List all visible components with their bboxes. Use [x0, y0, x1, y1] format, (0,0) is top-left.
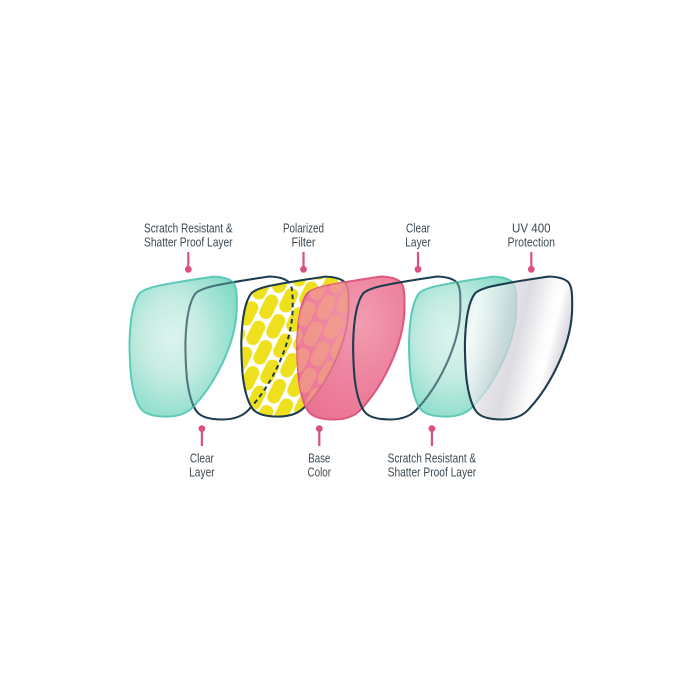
- svg-text:Scratch Resistant &: Scratch Resistant &: [144, 221, 233, 236]
- svg-text:Shatter Proof Layer: Shatter Proof Layer: [388, 464, 477, 479]
- svg-text:Clear: Clear: [190, 450, 215, 465]
- svg-text:Protection: Protection: [508, 234, 556, 249]
- svg-text:Layer: Layer: [189, 464, 215, 479]
- svg-text:Clear: Clear: [406, 221, 431, 236]
- svg-text:Filter: Filter: [292, 234, 317, 249]
- svg-text:Scratch Resistant &: Scratch Resistant &: [388, 450, 477, 465]
- svg-text:Layer: Layer: [405, 234, 431, 249]
- svg-text:UV 400: UV 400: [512, 221, 551, 236]
- svg-text:Base: Base: [308, 450, 330, 465]
- svg-text:Polarized: Polarized: [283, 221, 324, 236]
- svg-text:Color: Color: [308, 464, 332, 479]
- svg-text:Shatter Proof Layer: Shatter Proof Layer: [144, 234, 233, 249]
